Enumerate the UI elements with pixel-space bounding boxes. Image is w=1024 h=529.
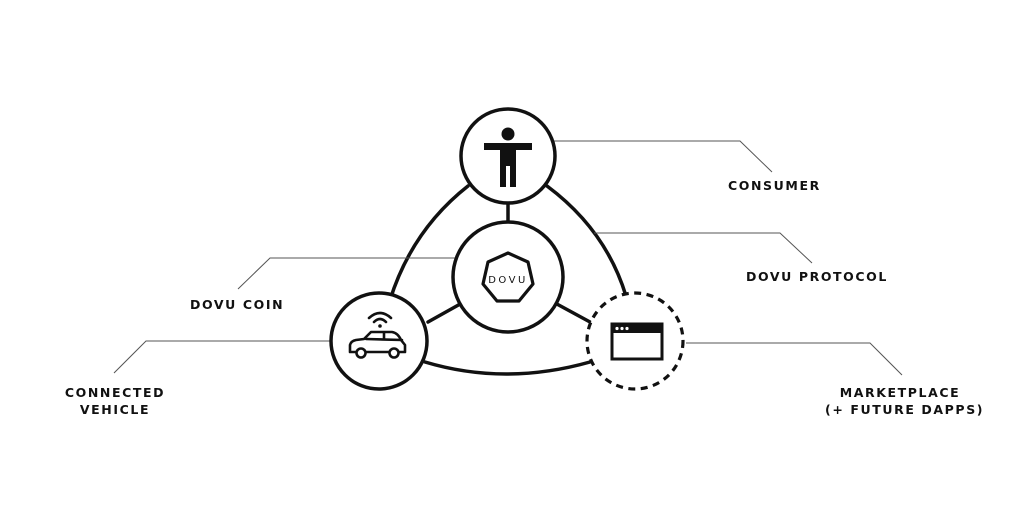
spoke-center-vehicle: [426, 301, 464, 324]
consumer-label: CONSUMER: [728, 178, 821, 193]
leader-vehicle: [113, 340, 330, 374]
edge-consumer-marketplace: [545, 184, 628, 298]
marketplace-label-line1: MARKETPLACE: [839, 385, 961, 400]
dovu-logo-text: DOVU: [488, 275, 528, 286]
marketplace-node: [585, 291, 685, 391]
connected-car-icon: [348, 311, 407, 359]
coin-label: DOVU COIN: [190, 297, 285, 312]
marketplace-label-line2: (+ FUTURE DAPPS): [825, 402, 985, 417]
person-icon: [484, 127, 532, 187]
protocol-label: DOVU PROTOCOL: [746, 269, 888, 284]
vehicle-label-line2: VEHICLE: [79, 402, 151, 417]
browser-window-icon: [610, 322, 664, 361]
leader-protocol: [594, 232, 813, 264]
leader-coin: [237, 257, 455, 290]
vehicle-label-line1: CONNECTED: [64, 385, 166, 400]
vehicle-label: CONNECTED VEHICLE: [62, 384, 168, 418]
protocol-node: [451, 220, 565, 334]
leader-consumer: [554, 140, 773, 173]
leader-marketplace: [686, 342, 903, 376]
heptagon-logo: [481, 251, 535, 303]
marketplace-label: MARKETPLACE (+ FUTURE DAPPS): [825, 384, 985, 418]
edge-consumer-vehicle: [388, 184, 470, 302]
spoke-center-marketplace: [553, 301, 592, 324]
vehicle-node: [329, 291, 429, 391]
edge-vehicle-marketplace: [423, 360, 592, 376]
